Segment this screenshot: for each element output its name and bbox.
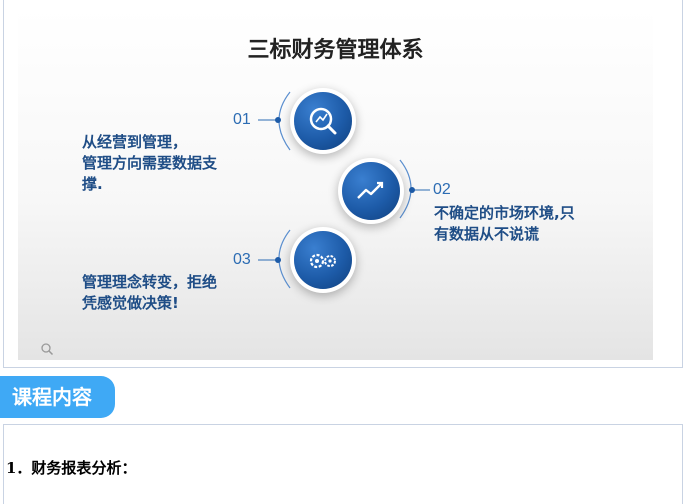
item-text-01-line1: 从经营到管理， [82,133,188,151]
item-text-03-line2: 凭感觉做决策! [82,294,179,312]
gears-icon [294,231,352,289]
item-number-03: 03 [233,251,251,268]
item-text-03-line1: 管理理念转变，拒绝 [82,273,218,291]
item-text-01: 从经营到管理， 管理方向需要数据支 撑. [82,132,217,195]
item-number-02: 02 [433,181,451,198]
item-text-02-line1: 不确定的市场环境,只 [434,204,575,222]
image-frame [3,0,683,368]
content-frame [3,424,683,504]
trend-line-icon [342,162,400,220]
item-text-02-line2: 有数据从不说谎 [434,225,540,243]
item-number-01: 01 [233,111,251,128]
item-text-01-line3: 撑. [82,175,103,193]
content-first-line: 1．财务报表分析： [6,459,137,477]
magnifier-chart-icon [294,92,352,150]
item-text-01-line2: 管理方向需要数据支 [82,154,218,172]
connector-arcs [258,91,430,289]
section-badge: 课程内容 [0,376,115,418]
item-text-02: 不确定的市场环境,只 有数据从不说谎 [434,203,575,245]
zoom-icon[interactable] [40,342,54,356]
slide-image: 三标财务管理体系 01 从经营到管理， 管理方向需要数据支 撑. 02 不确定的… [18,8,653,360]
item-text-03: 管理理念转变，拒绝 凭感觉做决策! [82,272,217,314]
slide-title: 三标财务管理体系 [247,38,424,63]
